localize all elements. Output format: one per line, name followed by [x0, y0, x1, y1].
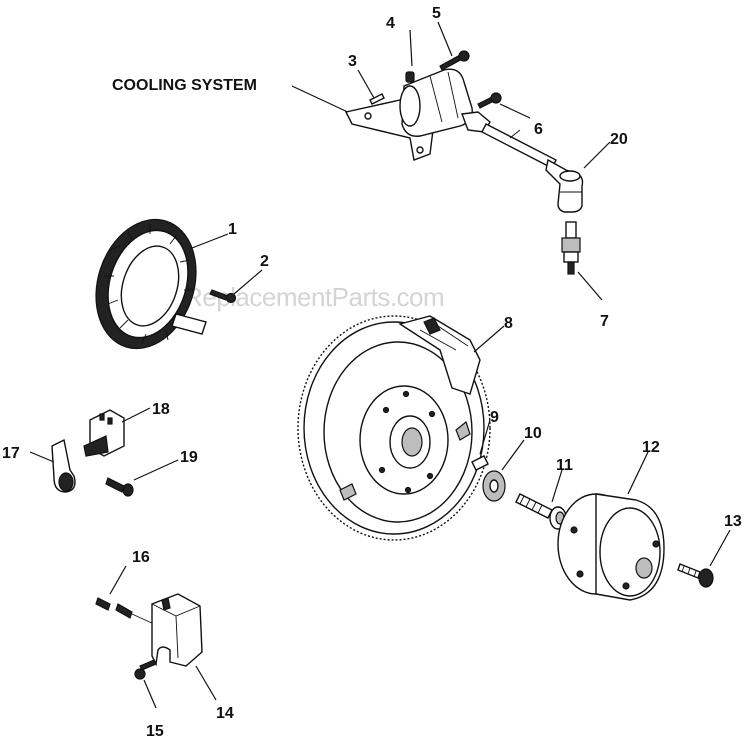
callout-8[interactable]: 8	[504, 315, 513, 332]
part-hub-screw[interactable]	[677, 563, 714, 588]
callout-6[interactable]: 6	[534, 121, 543, 138]
part-washer[interactable]	[482, 470, 506, 502]
part-screw-2[interactable]	[209, 289, 237, 304]
callout-10[interactable]: 10	[524, 425, 542, 442]
part-screw-6[interactable]	[477, 92, 502, 109]
callout-18[interactable]: 18	[152, 401, 170, 418]
part-coil-pin[interactable]	[369, 93, 385, 105]
part-connector[interactable]	[83, 409, 125, 457]
part-spark-plug[interactable]	[561, 221, 581, 275]
part-flywheel[interactable]	[297, 315, 491, 541]
callout-17[interactable]: 17	[2, 445, 20, 462]
callout-15[interactable]: 15	[146, 723, 164, 740]
callout-14[interactable]: 14	[216, 705, 234, 722]
part-screw-15[interactable]	[134, 659, 157, 680]
part-key[interactable]	[471, 455, 489, 471]
watermark: eReplacementParts.com	[170, 282, 444, 312]
callout-11[interactable]: 11	[556, 457, 573, 474]
callout-4[interactable]: 4	[386, 15, 395, 32]
part-hub[interactable]	[557, 493, 665, 601]
callout-13[interactable]: 13	[724, 513, 742, 530]
part-stator[interactable]	[80, 206, 212, 361]
callout-16[interactable]: 16	[132, 549, 150, 566]
callout-5[interactable]: 5	[432, 5, 441, 22]
part-screw-19[interactable]	[105, 477, 134, 497]
part-flywheel-bolt[interactable]	[515, 493, 567, 530]
part-ignition-coil[interactable]	[399, 68, 473, 137]
part-screw-5[interactable]	[439, 50, 470, 71]
section-label-cooling-system[interactable]: COOLING SYSTEM	[112, 77, 257, 94]
part-module[interactable]	[151, 593, 203, 667]
part-screw-16[interactable]	[95, 597, 155, 625]
callout-1[interactable]: 1	[228, 221, 237, 238]
part-spark-plug-boot[interactable]	[545, 158, 584, 213]
callout-20[interactable]: 20	[610, 131, 628, 148]
part-clamp[interactable]	[51, 438, 76, 493]
callout-7[interactable]: 7	[600, 313, 609, 330]
callout-19[interactable]: 19	[180, 449, 198, 466]
leader-lines	[29, 21, 731, 709]
leader-cooling-system	[291, 85, 353, 115]
callout-12[interactable]: 12	[642, 439, 660, 456]
callout-3[interactable]: 3	[348, 53, 357, 70]
callout-9[interactable]: 9	[490, 409, 499, 426]
callout-2[interactable]: 2	[260, 253, 269, 270]
